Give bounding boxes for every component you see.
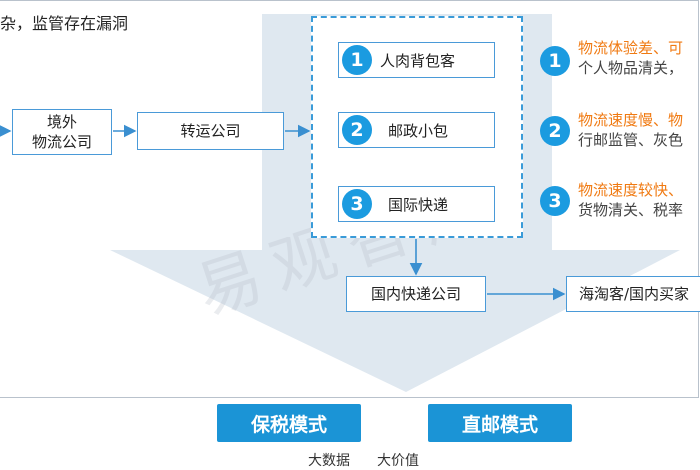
channel-label: 国际快递	[388, 196, 449, 214]
direct-mail-mode-caption: 大价值	[377, 453, 419, 469]
note-detail: 货物清关、税率	[578, 201, 684, 219]
transit-company-box: 转运公司	[137, 112, 284, 150]
note-number-badge: 3	[540, 186, 570, 216]
bonded-mode-button[interactable]: 保税模式	[217, 404, 361, 442]
channel-label: 邮政小包	[388, 122, 449, 140]
overseas-line-2: 物流公司	[31, 133, 92, 151]
note-number-badge: 1	[540, 46, 570, 76]
channel-label: 人肉背包客	[380, 52, 456, 70]
note-2: 物流速度慢、物 行邮监管、灰色	[578, 110, 683, 150]
diagram-title: 杂，监管存在漏洞	[0, 14, 129, 33]
note-number-badge: 2	[540, 116, 570, 146]
buyer-box: 海淘客/国内买家	[566, 276, 700, 312]
direct-mail-mode-button[interactable]: 直邮模式	[428, 404, 572, 442]
note-headline: 物流速度较快、	[578, 181, 684, 199]
domestic-express-box: 国内快递公司	[346, 276, 486, 312]
channel-number-badge: 3	[342, 189, 372, 219]
note-3: 物流速度较快、 货物清关、税率	[578, 180, 683, 220]
note-detail: 行邮监管、灰色	[578, 131, 684, 149]
channel-number-badge: 1	[342, 45, 372, 75]
note-headline: 物流速度慢、物	[578, 111, 684, 129]
channel-number-badge: 2	[342, 115, 372, 145]
note-1: 物流体验差、可 个人物品清关，	[578, 38, 683, 78]
note-detail: 个人物品清关，	[578, 59, 684, 77]
bonded-mode-caption: 大数据	[308, 453, 350, 469]
note-headline: 物流体验差、可	[578, 39, 684, 57]
overseas-line-1: 境外	[46, 113, 77, 131]
overseas-logistics-box: 境外 物流公司	[12, 109, 112, 155]
